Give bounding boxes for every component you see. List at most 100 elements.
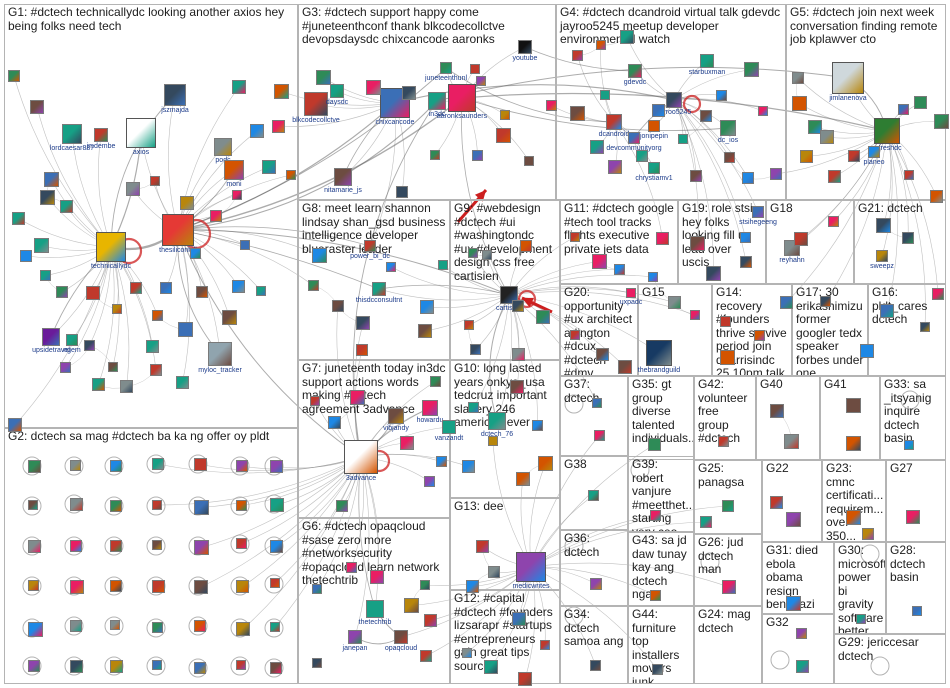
- node-theimageguild[interactable]: [646, 340, 672, 366]
- node-a161[interactable]: [532, 420, 543, 431]
- node-a196[interactable]: [570, 330, 580, 340]
- node-youtube[interactable]: [518, 40, 532, 54]
- node-a221[interactable]: [650, 510, 661, 521]
- node-jimlanenova[interactable]: [832, 62, 864, 94]
- node-a78[interactable]: [70, 660, 83, 673]
- node-juneteenthunl[interactable]: [440, 62, 452, 74]
- node-vibjandy[interactable]: [388, 408, 404, 424]
- node-a153[interactable]: [536, 310, 550, 324]
- node-a84[interactable]: [316, 70, 331, 85]
- node-a125[interactable]: [820, 130, 834, 144]
- node-a134[interactable]: [310, 396, 320, 406]
- node-a213[interactable]: [796, 660, 809, 673]
- node-a21[interactable]: [152, 310, 163, 321]
- node-a87[interactable]: [476, 76, 486, 86]
- node-a207[interactable]: [722, 580, 736, 594]
- node-a43[interactable]: [70, 460, 81, 471]
- node-jmdembe[interactable]: [94, 128, 108, 142]
- node-a49[interactable]: [28, 500, 38, 510]
- node-a52[interactable]: [152, 500, 162, 510]
- node-a95[interactable]: [470, 64, 480, 74]
- node-a173[interactable]: [518, 672, 532, 686]
- node-a26[interactable]: [150, 364, 162, 376]
- node-a168[interactable]: [648, 272, 658, 282]
- node-a178[interactable]: [466, 580, 479, 593]
- node-a56[interactable]: [28, 540, 41, 553]
- node-a97[interactable]: [596, 40, 606, 50]
- node-a228[interactable]: [652, 664, 663, 675]
- node-a202[interactable]: [770, 496, 783, 509]
- node-a28[interactable]: [232, 80, 246, 94]
- node-thetechtrib[interactable]: [366, 600, 384, 618]
- node-a171[interactable]: [462, 648, 472, 658]
- node-stsi-hegeeng[interactable]: [752, 206, 764, 218]
- node-a169[interactable]: [656, 232, 669, 245]
- node-a30[interactable]: [250, 124, 264, 138]
- node-a72[interactable]: [110, 620, 120, 630]
- node-technicallydc[interactable]: [96, 232, 126, 262]
- node-a206[interactable]: [700, 516, 712, 528]
- node-a174[interactable]: [540, 640, 550, 650]
- node-podc[interactable]: [214, 138, 232, 156]
- node-a132[interactable]: [370, 570, 384, 584]
- node-a151[interactable]: [468, 248, 478, 258]
- node-a194[interactable]: [740, 256, 752, 268]
- node-starbuxman[interactable]: [700, 54, 714, 68]
- node-a113[interactable]: [744, 62, 759, 77]
- node-dctech-76[interactable]: [488, 412, 506, 430]
- node-a180[interactable]: [754, 330, 765, 341]
- node-a157[interactable]: [512, 300, 524, 312]
- node-a181[interactable]: [780, 296, 793, 309]
- node-a111[interactable]: [700, 110, 712, 122]
- node-a100[interactable]: [590, 140, 604, 154]
- node-vanzandt[interactable]: [442, 420, 456, 434]
- node-a25[interactable]: [120, 380, 133, 393]
- node-a46[interactable]: [194, 458, 207, 471]
- node-a32[interactable]: [262, 160, 276, 174]
- node-a185[interactable]: [880, 304, 894, 318]
- node-a198[interactable]: [618, 360, 632, 374]
- node-nitamarie-js[interactable]: [334, 168, 352, 186]
- node-janepan[interactable]: [348, 630, 362, 644]
- node-a219[interactable]: [594, 430, 605, 441]
- node-a79[interactable]: [110, 660, 123, 673]
- node-a12[interactable]: [256, 286, 266, 296]
- node-a172[interactable]: [484, 660, 498, 674]
- node-a149[interactable]: [356, 344, 368, 356]
- node-a96[interactable]: [572, 50, 583, 61]
- node-a187[interactable]: [932, 288, 944, 300]
- node-a110[interactable]: [652, 104, 665, 117]
- node-a107[interactable]: [770, 168, 782, 180]
- node-a3[interactable]: [12, 212, 25, 225]
- node-a142[interactable]: [312, 248, 327, 263]
- node-a214[interactable]: [904, 440, 914, 450]
- node-a156[interactable]: [512, 348, 525, 361]
- node-gdevdc[interactable]: [628, 64, 642, 78]
- node-a55[interactable]: [270, 498, 284, 512]
- node-a147[interactable]: [386, 262, 396, 272]
- node-devcommunityorg[interactable]: [628, 132, 640, 144]
- node-a217[interactable]: [590, 578, 602, 590]
- node-a17[interactable]: [130, 282, 142, 294]
- node-a22[interactable]: [178, 322, 193, 337]
- node-a218[interactable]: [592, 398, 602, 408]
- node-a154[interactable]: [464, 320, 474, 330]
- node-a204[interactable]: [862, 528, 874, 540]
- node-a162[interactable]: [538, 456, 553, 471]
- node-a146[interactable]: [418, 324, 432, 338]
- node-a27[interactable]: [176, 376, 189, 389]
- node-cartisien[interactable]: [500, 286, 518, 304]
- node-a182[interactable]: [720, 350, 735, 365]
- node-a188[interactable]: [820, 296, 831, 307]
- node-a148[interactable]: [438, 260, 448, 270]
- node-a99[interactable]: [570, 106, 585, 121]
- node-a112[interactable]: [758, 106, 768, 116]
- node-a200[interactable]: [902, 232, 914, 244]
- node-upsidetravel[interactable]: [42, 328, 60, 346]
- node-a90[interactable]: [524, 156, 534, 166]
- node-a62[interactable]: [270, 540, 283, 553]
- node-a210[interactable]: [856, 614, 866, 624]
- node-a222[interactable]: [784, 434, 799, 449]
- node-a58[interactable]: [110, 540, 122, 552]
- node-a93[interactable]: [396, 186, 408, 198]
